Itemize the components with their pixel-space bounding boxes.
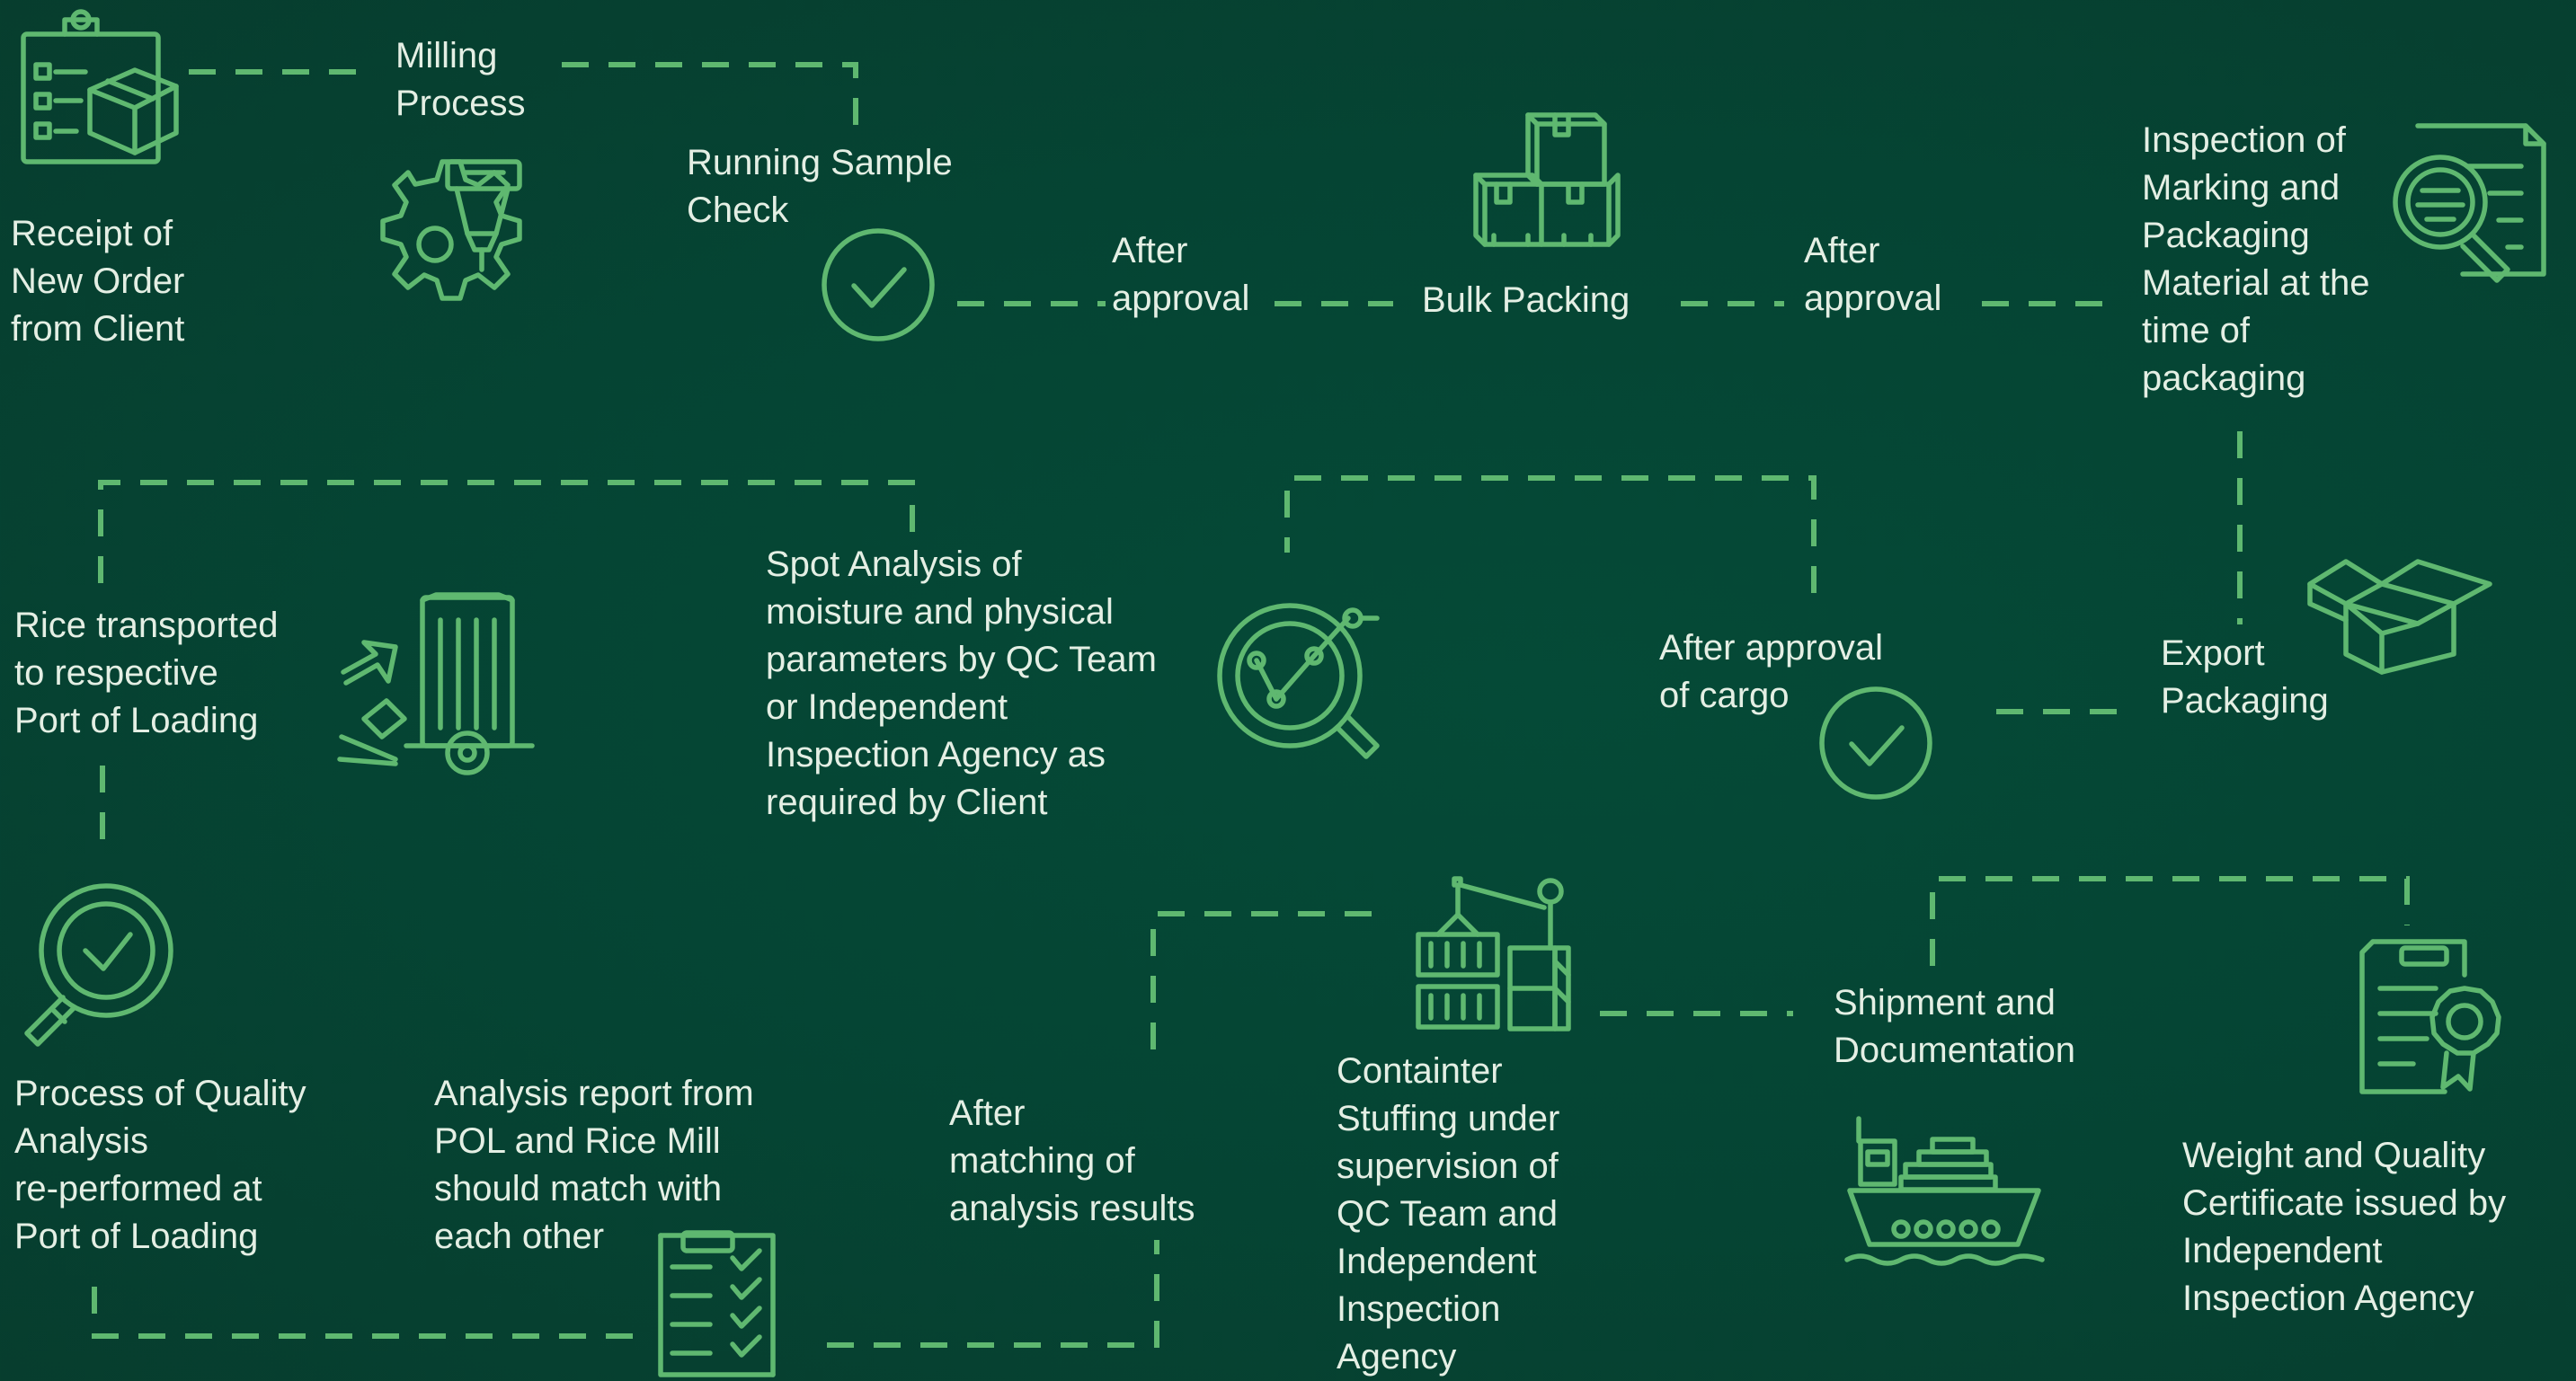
check-circle-icon [1819, 686, 1932, 800]
inspection-marking-line-4: Material at the [2142, 263, 2370, 303]
after-approval-cargo-line-2: of cargo [1659, 676, 1790, 715]
after-approval-2-line-2: approval [1804, 279, 1942, 318]
connector-matching-container [1150, 911, 1380, 1049]
container-crane-icon [1416, 876, 1571, 1031]
certificate-label: Weight and Quality Certificate issued by… [2182, 1132, 2506, 1323]
after-matching-line-3: analysis results [949, 1189, 1195, 1228]
bulk-packing-label: Bulk Packing [1422, 277, 1630, 324]
running-sample-label-line-2: Check [687, 190, 789, 230]
checklist-document-icon [658, 1230, 776, 1377]
document-magnifier-icon [2393, 123, 2546, 283]
spot-analysis-line-2: moisture and physical [766, 592, 1114, 632]
quality-analysis-line-2: Analysis [14, 1121, 148, 1161]
spot-analysis-line-3: parameters by QC Team [766, 640, 1157, 679]
after-approval-cargo-label: After approval of cargo [1659, 624, 1883, 720]
analysis-report-line-3: should match with [434, 1169, 723, 1208]
certificate-line-3: Independent [2182, 1231, 2383, 1270]
spot-analysis-line-1: Spot Analysis of [766, 544, 1022, 584]
after-approval-2-line-1: After [1804, 231, 1880, 270]
container-stuffing-label: Containter Stuffing under supervision of… [1337, 1048, 1559, 1381]
spot-analysis-label: Spot Analysis of moisture and physical p… [766, 541, 1157, 827]
milling-gear-icon [380, 159, 522, 301]
after-approval-1-line-2: approval [1112, 279, 1250, 318]
milling-label-line-2: Process [395, 84, 526, 123]
analysis-report-line-2: POL and Rice Mill [434, 1121, 721, 1161]
export-packaging-label: Export Packaging [2161, 630, 2329, 725]
shipment-label: Shipment and Documentation [1834, 979, 2075, 1075]
after-approval-cargo-line-1: After approval [1659, 628, 1884, 668]
connector-quality-report [92, 1287, 640, 1339]
quality-analysis-line-3: re-performed at [14, 1169, 262, 1208]
certificate-line-4: Inspection Agency [2182, 1279, 2474, 1318]
certificate-line-1: Weight and Quality [2182, 1136, 2486, 1175]
bulk-packing-label-line-1: Bulk Packing [1422, 280, 1630, 320]
clipboard-box-icon [21, 9, 179, 164]
inspection-marking-line-5: time of [2142, 311, 2251, 350]
connector-report-matching [827, 1240, 1159, 1348]
analysis-report-line-4: each other [434, 1217, 605, 1256]
connector-spot-transport [98, 480, 915, 584]
milling-label: Milling Process [395, 32, 526, 128]
quality-analysis-line-4: Port of Loading [14, 1217, 259, 1256]
inspection-marking-label: Inspection of Marking and Packaging Mate… [2142, 117, 2369, 403]
receipt-label-line-1: Receipt of [11, 214, 173, 253]
after-matching-line-1: After [949, 1093, 1026, 1133]
certificate-line-2: Certificate issued by [2182, 1183, 2507, 1223]
rice-transported-label: Rice transported to respective Port of L… [14, 602, 278, 745]
container-stuffing-line-4: QC Team and [1337, 1194, 1559, 1234]
rice-transported-line-1: Rice transported [14, 606, 279, 645]
container-stuffing-line-7: Agency [1337, 1337, 1457, 1377]
after-approval-label-1: After approval [1112, 227, 1249, 323]
analysis-report-label: Analysis report from POL and Rice Mill s… [434, 1070, 754, 1261]
connector-shipment-certificate [1930, 876, 2410, 966]
container-stuffing-line-5: Independent [1337, 1242, 1537, 1281]
container-stuffing-line-3: supervision of [1337, 1146, 1559, 1186]
check-circle-icon [822, 228, 935, 341]
transport-trolley-icon [337, 592, 535, 775]
connector-milling-sample [562, 62, 858, 126]
rice-transported-line-3: Port of Loading [14, 701, 259, 740]
after-matching-line-2: matching of [949, 1141, 1135, 1181]
running-sample-label-line-1: Running Sample [687, 143, 953, 182]
analysis-report-line-1: Analysis report from [434, 1074, 754, 1113]
spot-analysis-line-5: Inspection Agency as [766, 735, 1106, 775]
rice-transported-line-2: to respective [14, 653, 218, 693]
magnifier-check-icon [24, 883, 173, 1047]
flow-connectors [92, 62, 2410, 1348]
inspection-marking-line-1: Inspection of [2142, 120, 2346, 160]
receipt-label-line-3: from Client [11, 309, 185, 349]
certificate-icon [2359, 939, 2501, 1094]
quality-analysis-line-1: Process of Quality [14, 1074, 306, 1113]
inspection-marking-line-2: Marking and [2142, 168, 2341, 208]
container-stuffing-line-1: Containter [1337, 1051, 1503, 1091]
export-packaging-line-1: Export [2161, 633, 2265, 673]
after-approval-1-line-1: After [1112, 231, 1188, 270]
milling-label-line-1: Milling [395, 36, 498, 75]
spot-analysis-line-6: required by Client [766, 783, 1048, 822]
container-stuffing-line-2: Stuffing under [1337, 1099, 1560, 1138]
analysis-magnifier-icon [1217, 603, 1380, 759]
inspection-marking-line-3: Packaging [2142, 216, 2310, 255]
after-matching-label: After matching of analysis results [949, 1090, 1195, 1233]
spot-analysis-line-4: or Independent [766, 687, 1008, 727]
connector-cargo-spot [1284, 475, 1817, 593]
export-packaging-line-2: Packaging [2161, 681, 2329, 721]
container-stuffing-line-6: Inspection [1337, 1289, 1501, 1329]
shipment-line-2: Documentation [1834, 1031, 2076, 1070]
receipt-label-line-2: New Order [11, 261, 185, 301]
receipt-label: Receipt of New Order from Client [11, 210, 184, 353]
inspection-marking-line-6: packaging [2142, 359, 2306, 398]
cargo-ship-icon [1844, 1116, 2045, 1266]
running-sample-label: Running Sample Check [687, 139, 953, 235]
quality-analysis-label: Process of Quality Analysis re-performed… [14, 1070, 306, 1261]
open-box-icon [2307, 559, 2492, 675]
shipment-line-1: Shipment and [1834, 983, 2056, 1022]
after-approval-label-2: After approval [1804, 227, 1941, 323]
stacked-boxes-icon [1473, 112, 1621, 247]
